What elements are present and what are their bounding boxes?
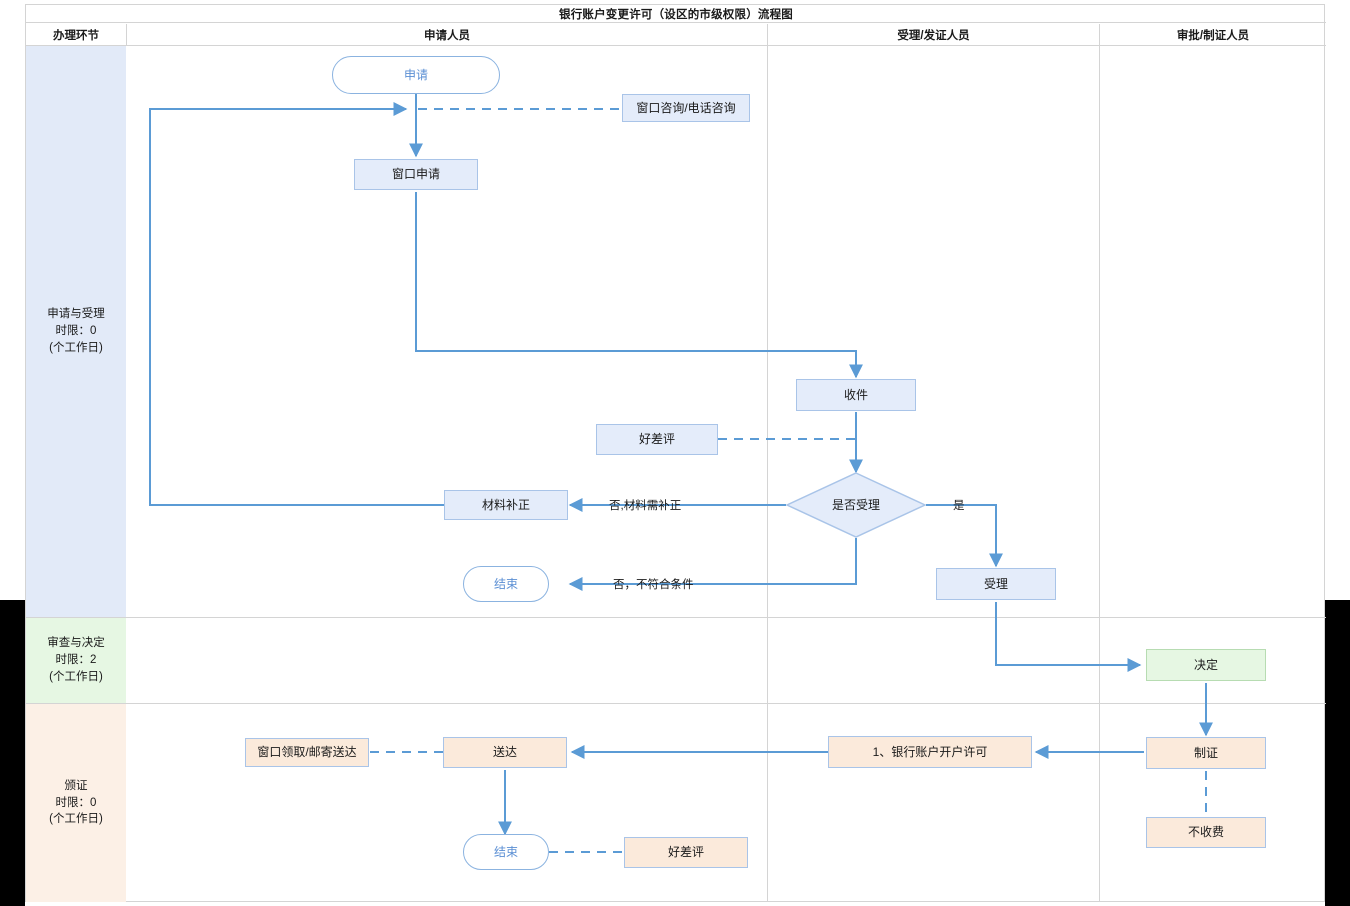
edge-decision-to-end-reject	[568, 538, 857, 591]
node-no-fee[interactable]: 不收费	[1146, 817, 1266, 848]
stage-2-line-1: 审查与决定	[47, 637, 105, 650]
left-black-bar	[0, 600, 25, 906]
lane-divider-acceptor-approver	[1099, 46, 1100, 902]
edge-label-yes: 是	[953, 500, 965, 512]
stage-3-line-2: 时限：0	[55, 796, 97, 809]
stage-2-line-3: (个工作日)	[49, 670, 103, 683]
swimlane-body	[126, 46, 1326, 902]
stage-cell-issue-cert: 颁证 时限：0 (个工作日)	[26, 704, 126, 902]
header-stage: 办理环节	[53, 30, 99, 42]
stage-3-line-1: 颁证	[64, 779, 88, 792]
header-approver: 审批/制证人员	[1099, 24, 1326, 46]
diamond-shape-icon	[786, 472, 926, 538]
stage-1-line-2: 时限：0	[55, 325, 97, 338]
edge-material-fix-loop	[149, 102, 445, 506]
node-material-fix[interactable]: 材料补正	[444, 490, 568, 520]
node-window-apply[interactable]: 窗口申请	[354, 159, 478, 190]
lane-divider-applicant-acceptor	[767, 46, 768, 902]
node-deliver[interactable]: 送达	[443, 737, 567, 768]
header-applicant: 申请人员	[126, 24, 767, 46]
node-end-reject[interactable]: 结束	[463, 566, 549, 602]
edge-label-no-need-fix: 否,材料需补正	[609, 500, 682, 512]
node-pickup[interactable]: 窗口领取/邮寄送达	[245, 738, 369, 767]
lane-row-review-decide	[126, 618, 1326, 704]
stage-3-line-3: (个工作日)	[49, 813, 103, 826]
node-rating-top[interactable]: 好差评	[596, 424, 718, 455]
node-accept[interactable]: 受理	[936, 568, 1056, 600]
header-acceptor: 受理/发证人员	[767, 24, 1099, 46]
stage-cell-apply-accept: 申请与受理 时限：0 (个工作日)	[26, 46, 126, 618]
stage-2-line-2: 时限：2	[55, 654, 97, 667]
node-decide[interactable]: 决定	[1146, 649, 1266, 681]
page-title: 银行账户变更许可（设区的市级权限）流程图	[26, 5, 1326, 23]
node-decision-accept-label: 是否受理	[831, 497, 880, 512]
node-cert-item[interactable]: 1、银行账户开户许可	[828, 736, 1032, 768]
edge-accept-to-decide	[995, 602, 1142, 672]
right-black-bar	[1325, 600, 1350, 906]
table-header-row: 办理环节 申请人员 受理/发证人员 审批/制证人员	[26, 24, 1326, 46]
stage-1-line-3: (个工作日)	[49, 341, 103, 354]
node-decision-accept[interactable]: 是否受理	[786, 472, 926, 538]
node-start[interactable]: 申请	[332, 56, 500, 94]
node-end-done[interactable]: 结束	[463, 834, 549, 870]
edge-decision-to-accept	[926, 504, 1003, 568]
edge-label-not-qualified: 否，不符合条件	[613, 579, 694, 591]
stage-cell-review-decide: 审查与决定 时限：2 (个工作日)	[26, 618, 126, 704]
edge-window-apply-to-receive	[415, 192, 863, 379]
node-make-cert[interactable]: 制证	[1146, 737, 1266, 769]
node-consult[interactable]: 窗口咨询/电话咨询	[622, 94, 750, 122]
node-rating-bottom[interactable]: 好差评	[624, 837, 748, 868]
node-receive[interactable]: 收件	[796, 379, 916, 411]
lane-row-apply-accept	[126, 46, 1326, 618]
stage-1-line-1: 申请与受理	[47, 308, 105, 321]
